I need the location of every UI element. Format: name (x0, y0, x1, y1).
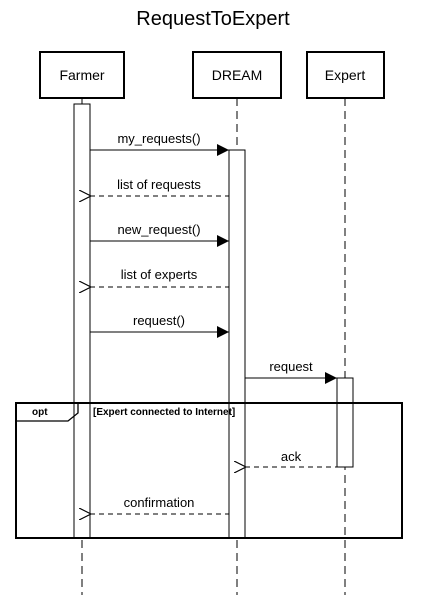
participant-dream: DREAM (192, 51, 282, 99)
message-request-to-expert: request (245, 359, 337, 384)
message-new-request: new_request() (90, 222, 229, 247)
message-label: request (269, 359, 313, 374)
message-label: request() (133, 313, 185, 328)
participant-dream-label: DREAM (212, 67, 263, 83)
message-label: my_requests() (117, 131, 200, 146)
participant-expert-label: Expert (325, 67, 366, 83)
message-my-requests: my_requests() (90, 131, 229, 156)
fragment-opt: opt [Expert connected to Internet] (15, 402, 403, 539)
participant-farmer: Farmer (39, 51, 125, 99)
message-label: confirmation (124, 495, 195, 510)
message-label: ack (281, 449, 302, 464)
message-list-of-requests: list of requests (90, 177, 229, 196)
message-list-of-experts: list of experts (90, 267, 229, 287)
activation-expert (336, 377, 354, 468)
activation-dream (228, 149, 246, 539)
message-label: list of experts (121, 267, 198, 282)
participant-expert: Expert (306, 51, 385, 99)
message-ack: ack (245, 449, 337, 467)
message-label: new_request() (117, 222, 200, 237)
message-confirmation: confirmation (90, 495, 229, 514)
fragment-guard: [Expert connected to Internet] (93, 407, 235, 418)
diagram-title: RequestToExpert (136, 8, 290, 30)
participant-farmer-label: Farmer (59, 67, 104, 83)
activation-farmer (73, 103, 91, 539)
message-label: list of requests (117, 177, 201, 192)
message-request-call: request() (90, 313, 229, 338)
fragment-operator: opt (32, 407, 48, 418)
